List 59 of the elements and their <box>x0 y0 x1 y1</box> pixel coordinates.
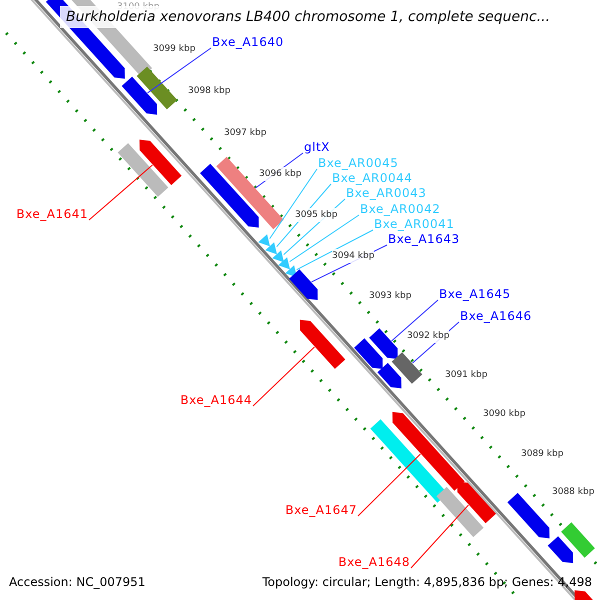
tick-label: 3099 kbp <box>153 42 196 56</box>
gene-label: Bxe_AR0042 <box>360 202 440 216</box>
gene-feature <box>548 536 574 564</box>
gene-feature <box>377 362 402 388</box>
gene-label: Bxe_A1640 <box>212 35 284 49</box>
gene-label: Bxe_AR0041 <box>374 217 454 231</box>
tick-label: 3098 kbp <box>188 84 230 98</box>
gene-triangle <box>272 250 284 262</box>
gene-feature <box>140 140 182 186</box>
tick-label: 3091 kbp <box>445 368 488 382</box>
leader-line <box>252 346 315 406</box>
gene-label: Bxe_A1641 <box>16 207 88 221</box>
gene-triangle <box>265 242 277 254</box>
leader-line <box>296 230 374 270</box>
gene-feature <box>392 352 422 384</box>
gene-feature <box>561 522 595 558</box>
gene-feature <box>436 486 484 538</box>
gene-label: Bxe_A1645 <box>439 287 511 301</box>
leader-line <box>289 214 360 262</box>
gene-feature <box>392 412 465 491</box>
gene-feature <box>122 76 158 115</box>
tick-label: 3097 kbp <box>224 126 266 140</box>
tick-label: 3094 kbp <box>332 249 374 263</box>
gene-label: Bxe_A1646 <box>460 309 532 323</box>
gene-feature <box>457 482 496 524</box>
leader-line <box>391 300 438 342</box>
tick-label: 3096 kbp <box>259 167 302 181</box>
accession-text: Accession: NC_007951 <box>9 575 146 589</box>
leader-line <box>88 164 153 220</box>
leader-line <box>147 48 212 94</box>
tick-label: 3088 kbp <box>552 485 594 499</box>
gene-triangle <box>258 234 270 246</box>
gene-feature <box>136 66 178 110</box>
gene-feature <box>200 164 259 228</box>
gene-label: Bxe_AR0044 <box>332 171 412 185</box>
gene-feature <box>369 328 398 359</box>
tick-label: 3095 kbp <box>295 208 338 222</box>
gene-label: Bxe_AR0043 <box>346 186 426 200</box>
gene-feature <box>289 269 318 300</box>
gene-label: gltX <box>304 140 330 154</box>
tick-label: 3090 kbp <box>483 407 526 421</box>
leader-line <box>410 504 469 568</box>
gene-label: Bxe_A1648 <box>338 555 410 569</box>
gene-feature <box>216 156 284 230</box>
tick-label: 3093 kbp <box>369 289 412 303</box>
gene-feature <box>354 338 383 369</box>
gene-label: Bxe_A1643 <box>388 232 460 246</box>
topology-text: Topology: circular; Length: 4,895,836 bp; Genes: 4,498 <box>262 575 592 589</box>
gene-label: Bxe_A1647 <box>285 503 357 517</box>
gene-label: Bxe_AR0045 <box>318 156 398 170</box>
gene-feature <box>300 320 346 369</box>
leader-line <box>269 168 318 240</box>
tick-label: 3092 kbp <box>407 329 450 343</box>
gene-feature <box>118 143 168 197</box>
tick-label: 3089 kbp <box>521 447 564 461</box>
gene-label: Bxe_A1644 <box>180 393 252 407</box>
gene-triangle <box>278 257 290 270</box>
leader-line <box>358 454 421 516</box>
gene-feature <box>507 492 550 538</box>
